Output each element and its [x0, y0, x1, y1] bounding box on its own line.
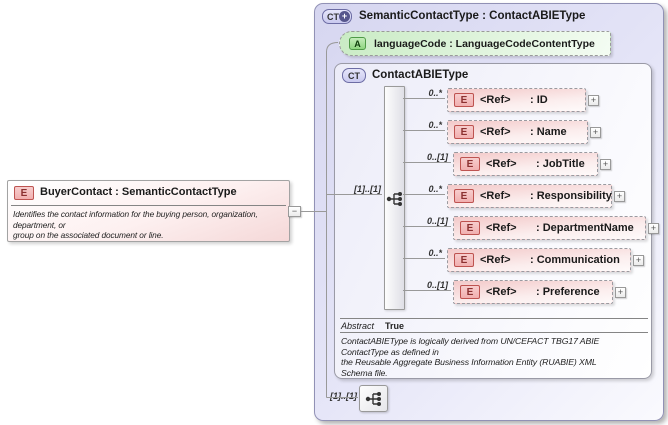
model-group-box[interactable]	[359, 385, 388, 412]
bottom-cardinality-label: [1]..[1]	[330, 391, 357, 401]
group-cardinality-label: [1]..[1]	[354, 184, 381, 194]
element-ref-responsibility[interactable]: E <Ref> : Responsibility +	[447, 184, 625, 208]
cardinality-label: 0..[1]	[426, 280, 448, 290]
abstract-value: True	[385, 321, 405, 331]
sequence-bar[interactable]	[384, 86, 405, 310]
ref-type: : Name	[530, 126, 567, 138]
cardinality-label: 0..*	[428, 184, 442, 194]
complex-type-badge: CT	[342, 68, 366, 83]
abstract-label: Abstract	[341, 321, 375, 331]
element-ref-jobtitle[interactable]: E <Ref> : JobTitle +	[453, 152, 611, 176]
sequence-icon	[386, 192, 402, 206]
expand-icon[interactable]: +	[633, 255, 644, 266]
root-element-box[interactable]: E BuyerContact : SemanticContactType Ide…	[7, 180, 290, 242]
element-badge: E	[454, 253, 474, 267]
cardinality-label: 0..*	[428, 88, 442, 98]
element-ref-name[interactable]: E <Ref> : Name +	[447, 120, 601, 144]
element-ref-communication[interactable]: E <Ref> : Communication +	[447, 248, 644, 272]
divider	[340, 332, 648, 333]
root-element-description: Identifies the contact information for t…	[13, 209, 258, 240]
element-badge: E	[14, 186, 34, 200]
cardinality-label: 0..[1]	[426, 152, 448, 162]
element-ref-departmentname[interactable]: E <Ref> : DepartmentName +	[453, 216, 659, 240]
expand-icon[interactable]: +	[614, 191, 625, 202]
ref-label: <Ref>	[486, 286, 517, 298]
element-badge: E	[454, 93, 474, 107]
cardinality-label: 0..[1]	[426, 216, 448, 226]
element-badge: E	[454, 189, 474, 203]
cardinality-label: 0..*	[428, 248, 442, 258]
complex-type-plus-badge: CT +	[322, 9, 352, 24]
ref-label: <Ref>	[486, 222, 517, 234]
expand-icon[interactable]: +	[590, 127, 601, 138]
element-badge: E	[460, 157, 480, 171]
attribute-badge: A	[349, 37, 366, 50]
complex-type-badge-label: CT	[327, 12, 339, 22]
element-badge: E	[454, 125, 474, 139]
complex-type-title: ContactABIEType	[372, 69, 469, 81]
ref-type: : ID	[530, 94, 548, 106]
cardinality-label: 0..*	[428, 120, 442, 130]
ref-type: : Responsibility	[530, 190, 612, 202]
ref-label: <Ref>	[480, 94, 511, 106]
element-ref-preference[interactable]: E <Ref> : Preference +	[453, 280, 626, 304]
expand-icon[interactable]: +	[600, 159, 611, 170]
divider	[11, 205, 286, 206]
ref-label: <Ref>	[480, 126, 511, 138]
root-element-title: BuyerContact : SemanticContactType	[40, 186, 237, 198]
ref-type: : JobTitle	[536, 158, 585, 170]
panel-title: SemanticContactType : ContactABIEType	[359, 10, 586, 22]
contact-abie-type-box: CT ContactABIEType [1]..[1] 0..* E <Ref>…	[334, 63, 659, 379]
element-ref-id[interactable]: E <Ref> : ID +	[447, 88, 599, 112]
ref-label: <Ref>	[486, 158, 517, 170]
semantic-contact-type-panel: CT + SemanticContactType : ContactABIETy…	[314, 3, 664, 421]
sequence-icon	[365, 391, 381, 406]
ref-type: : Preference	[536, 286, 600, 298]
ref-label: <Ref>	[480, 190, 511, 202]
ref-type: : Communication	[530, 254, 620, 266]
attribute-languageCode[interactable]: A languageCode : LanguageCodeContentType	[339, 31, 611, 56]
ref-label: <Ref>	[480, 254, 511, 266]
expand-icon[interactable]: +	[588, 95, 599, 106]
divider	[340, 318, 648, 319]
expand-icon[interactable]: +	[648, 223, 659, 234]
type-notes: ContactABIEType is logically derived fro…	[341, 336, 600, 378]
collapse-icon[interactable]: −	[288, 206, 301, 217]
element-badge: E	[460, 221, 480, 235]
ref-type: : DepartmentName	[536, 222, 634, 234]
element-badge: E	[460, 285, 480, 299]
expand-icon[interactable]: +	[339, 11, 350, 22]
attribute-label: languageCode : LanguageCodeContentType	[374, 38, 595, 50]
expand-icon[interactable]: +	[615, 287, 626, 298]
